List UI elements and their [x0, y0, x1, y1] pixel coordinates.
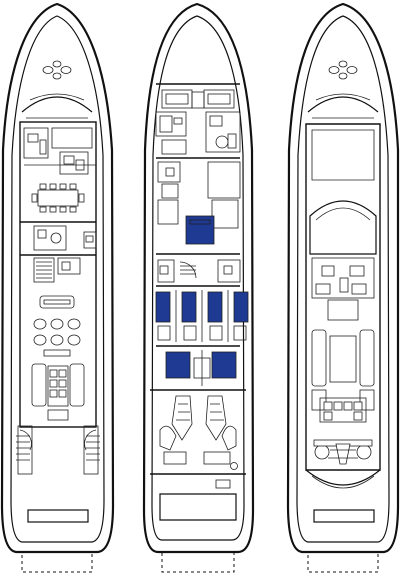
dining-table [31, 183, 85, 213]
bow-seating [42, 60, 72, 80]
aft-curved-seating [305, 439, 381, 489]
engine-room [150, 395, 246, 489]
vip-bed [185, 215, 215, 245]
main-deck-cabin-outline [19, 121, 97, 428]
upper-deck-swim-platform [307, 551, 379, 573]
main-deck-inner-line [10, 15, 105, 543]
lower-deck-hull [142, 2, 255, 554]
main-deck-plan [0, 2, 115, 573]
lower-deck-plan [142, 2, 255, 573]
galley-area [23, 127, 96, 175]
hardtop-arch [309, 200, 377, 255]
upper-aft-dining [319, 397, 367, 423]
upper-bow-seating [328, 60, 358, 80]
lower-deck-garage [159, 493, 237, 521]
lower-deck-swim-platform [161, 551, 235, 573]
upper-lounge-sofas [311, 329, 375, 411]
stair-lobby [156, 259, 241, 287]
sky-lounge [311, 257, 375, 321]
upper-deck-plan [286, 2, 400, 573]
upper-deck-inner-line [296, 15, 390, 543]
guest-cabins [155, 290, 249, 347]
aft-lounge [31, 363, 85, 421]
master-cabins [150, 350, 246, 391]
technical-rooms [156, 161, 241, 255]
foredeck-arc [21, 96, 93, 113]
office-block [20, 221, 97, 283]
lower-deck-inner-line [151, 15, 245, 541]
upper-deck-transom [313, 509, 375, 523]
aft-deck-stairs [16, 425, 100, 475]
salon-seating [33, 295, 81, 357]
main-deck-transom [27, 509, 89, 523]
main-deck-swim-platform [21, 551, 93, 573]
crew-quarters [155, 89, 241, 159]
